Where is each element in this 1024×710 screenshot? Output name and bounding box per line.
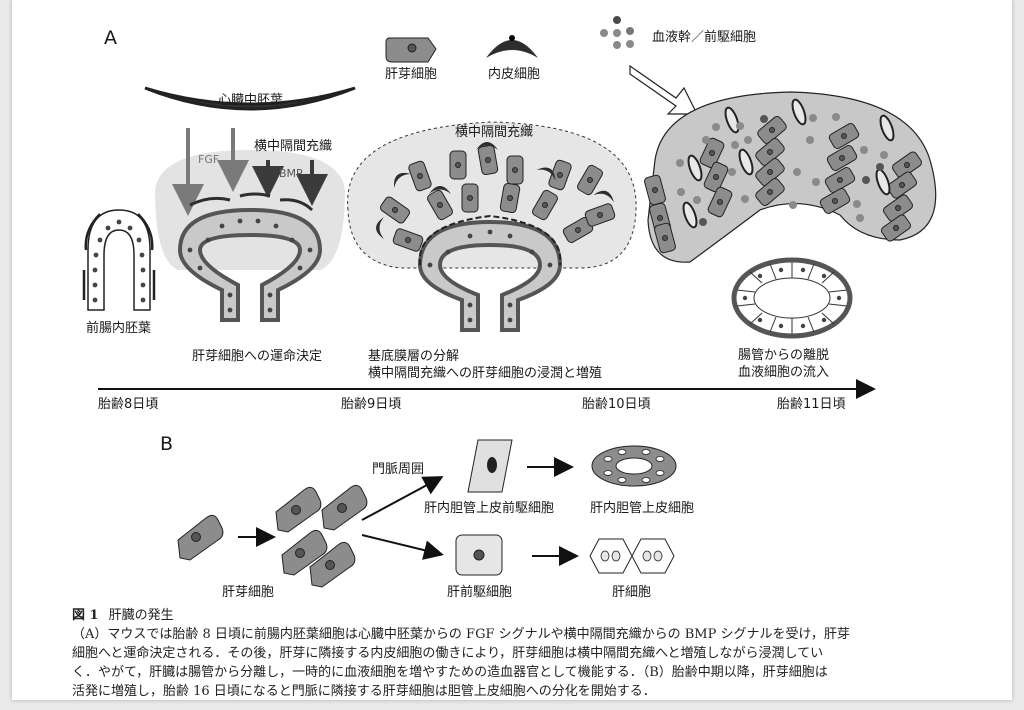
proliferating-hepatoblasts — [275, 484, 368, 588]
invading-liver-bud — [417, 214, 563, 332]
caption-line-2: 細胞へと運命決定される．その後，肝芽に隣接する内皮細胞の働きにより，肝芽細胞は横… — [72, 646, 824, 661]
panel-a-label: A — [104, 27, 117, 49]
legend-hematopoietic: 血液幹／前駆細胞 — [600, 16, 756, 49]
stage3-description-2: 横中隔間充織への肝芽細胞の浸潤と増殖 — [368, 365, 602, 381]
single-hepatoblast — [177, 514, 224, 561]
fetal-liver-region — [647, 91, 937, 263]
septum-transversum-label-1: 横中隔間充織 — [254, 138, 332, 154]
caption-title: 図 1 肝臓の発生 — [72, 606, 972, 625]
panel-b-label: B — [160, 433, 173, 455]
periportal-label: 門脈周囲 — [372, 462, 424, 477]
legend-endothelial: 内皮細胞 — [486, 35, 540, 82]
figure-1: A 肝芽細胞 内皮細胞 血液幹／前駆細胞 前腸内胚葉 心臓中胚葉 FGF 横中隔… — [82, 16, 937, 600]
bile-duct-fate-arrow — [361, 476, 444, 521]
foregut-endoderm-diagram — [82, 209, 156, 311]
caption-line-3: く．やがて，肝臓は腸管から分離し，一時的に血液細胞を増やすための造血器官として機… — [72, 665, 828, 680]
liver-bud-diagram — [177, 192, 323, 322]
bile-duct-cell-ring — [591, 445, 677, 487]
caption-line-1: （A）マウスでは胎齢 8 日頃に前腸内胚葉細胞は心臓中胚葉からの FGF シグナ… — [72, 627, 850, 642]
fetal-liver-cells — [643, 97, 924, 255]
legend-hepatoblast: 肝芽細胞 — [385, 37, 437, 82]
cardiac-mesoderm-band — [144, 86, 356, 111]
figure-number: 図 1 — [72, 608, 99, 623]
timeline-e8: 胎齢8日頃 — [98, 397, 158, 412]
cardiac-mesoderm-label: 心臓中胚葉 — [218, 93, 283, 108]
foregut-endoderm-label: 前腸内胚葉 — [86, 320, 151, 336]
bile-duct-progenitor-cell — [467, 439, 513, 493]
fgf-label: FGF — [198, 153, 219, 166]
legend-hematopoietic-label: 血液幹／前駆細胞 — [652, 29, 756, 45]
stage2-description: 肝芽細胞への運命決定 — [192, 348, 322, 364]
inflow-arrow-icon — [629, 64, 698, 115]
bile-duct-cell-label: 肝内胆管上皮細胞 — [590, 500, 694, 516]
hepatic-progenitor-label: 肝前駆細胞 — [447, 584, 512, 600]
endothelial-legend-icon — [486, 40, 538, 58]
hepatocyte-label: 肝細胞 — [612, 585, 651, 600]
figure-title: 肝臓の発生 — [108, 608, 174, 623]
hepatoblast-label: 肝芽細胞 — [222, 585, 274, 600]
stage3-description-1: 基底膜層の分解 — [368, 348, 459, 364]
hepatocyte-fate-arrow — [361, 534, 444, 560]
hepatic-progenitor-cell — [455, 534, 503, 576]
hepatocytes — [589, 538, 675, 574]
bile-duct-progenitor-label: 肝内胆管上皮前駆細胞 — [424, 500, 554, 516]
timeline-e11: 胎齢11日頃 — [777, 397, 846, 412]
timeline-e10: 胎齢10日頃 — [582, 397, 651, 412]
caption-line-4: 活発に増殖し，胎齢 16 日頃になると門脈に隣接する肝芽細胞は胆管上皮細胞への分… — [72, 684, 656, 699]
figure-caption: 図 1 肝臓の発生 （A）マウスでは胎齢 8 日頃に前腸内胚葉細胞は心臓中胚葉から… — [72, 606, 972, 701]
legend-endothelial-label: 内皮細胞 — [488, 66, 540, 82]
stage4-description-1: 腸管からの離脱 — [738, 348, 829, 363]
stage4-description-2: 血液細胞の流入 — [738, 365, 829, 380]
gut-tube-cross-section — [731, 257, 853, 339]
legend-hepatoblast-label: 肝芽細胞 — [385, 67, 437, 82]
timeline-e9: 胎齢9日頃 — [341, 397, 401, 412]
bmp-label: BMP — [279, 167, 303, 180]
septum-transversum-label-2: 横中隔間充織 — [455, 124, 533, 140]
